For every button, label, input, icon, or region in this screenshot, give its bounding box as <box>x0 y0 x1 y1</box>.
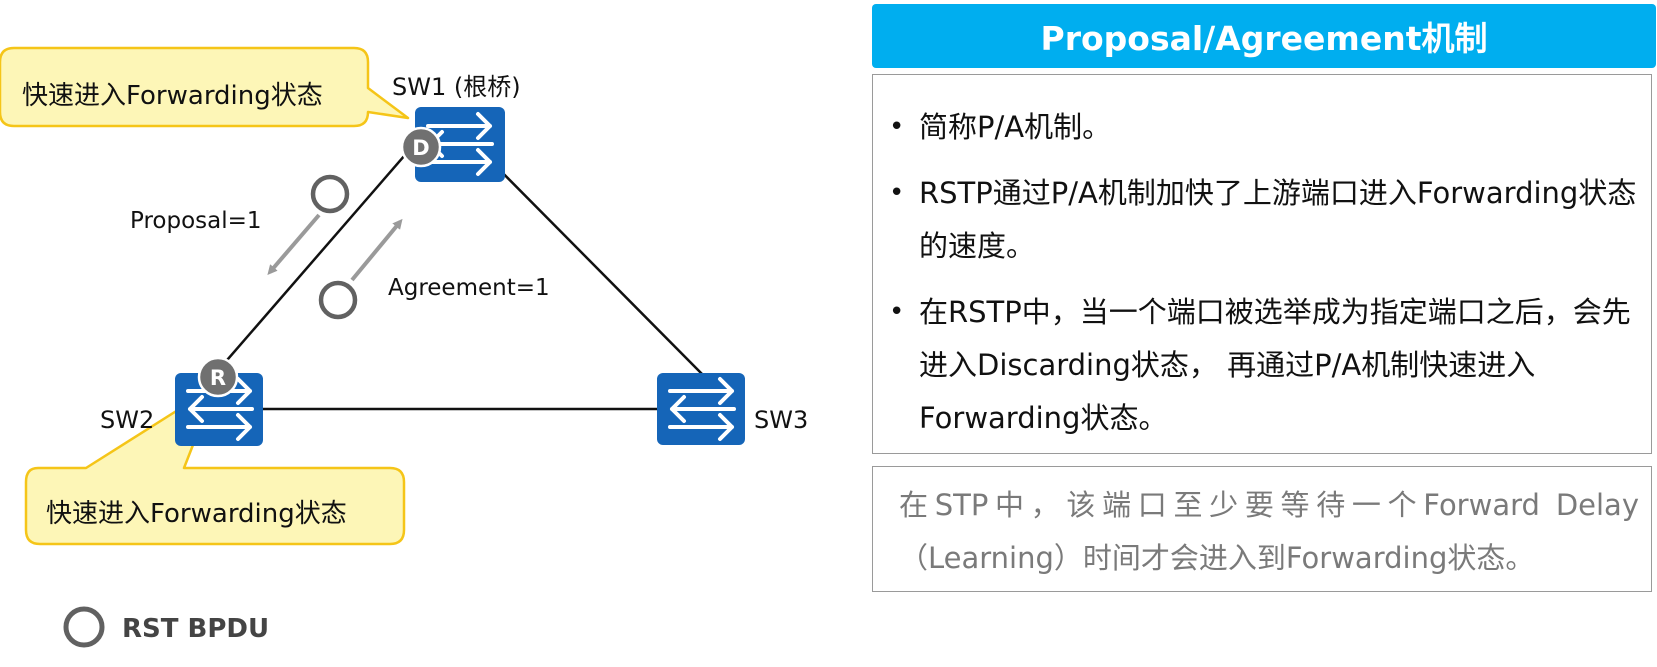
designated-port-marker: D <box>400 126 442 168</box>
callout-sw1-text: 快速进入Forwarding状态 <box>22 81 323 111</box>
agreement-bpdu-icon <box>318 280 358 320</box>
proposal-label: Proposal=1 <box>130 208 262 234</box>
link-sw1-sw3 <box>469 139 704 376</box>
bullet-list: 简称P/A机制。 RSTP通过P/A机制加快了上游端口进入Forwarding状… <box>885 101 1641 445</box>
stp-comparison-note: 在STP中，该端口至少要等待一个Forward Delay（Learning）时… <box>872 466 1652 592</box>
sw3-label: SW3 <box>754 406 808 434</box>
bullet-item: 在RSTP中，当一个端口被选举成为指定端口之后，会先进入Discarding状态… <box>885 286 1641 445</box>
callout-sw1: 快速进入Forwarding状态 <box>0 46 410 128</box>
port-r-letter: R <box>210 366 226 390</box>
proposal-bpdu-icon <box>310 174 350 214</box>
callout-sw2-text: 快速进入Forwarding状态 <box>46 499 347 529</box>
link-sw1-sw2 <box>214 139 419 375</box>
sw1-label: SW1 (根桥) <box>392 73 521 101</box>
panel-title: Proposal/Agreement机制 <box>872 4 1656 68</box>
root-port-marker: R <box>197 356 239 398</box>
stp-topology-diagram: 快速进入Forwarding状态 快速进入Forwarding状态 SW1 (根… <box>0 46 808 648</box>
sw2-label: SW2 <box>100 406 154 434</box>
agreement-label: Agreement=1 <box>388 275 550 301</box>
legend-label: RST BPDU <box>122 614 269 644</box>
agreement-arrow <box>350 218 403 282</box>
proposal-arrow <box>267 213 321 276</box>
bullet-item: 简称P/A机制。 <box>885 101 1641 154</box>
port-d-letter: D <box>412 136 429 160</box>
callout-sw2: 快速进入Forwarding状态 <box>24 384 406 546</box>
swap-arrows-icon <box>668 377 736 441</box>
description-panel: 简称P/A机制。 RSTP通过P/A机制加快了上游端口进入Forwarding状… <box>872 74 1652 454</box>
bullet-item: RSTP通过P/A机制加快了上游端口进入Forwarding状态的速度。 <box>885 167 1641 273</box>
legend-bpdu-icon <box>63 606 105 648</box>
switch-sw3 <box>657 373 745 445</box>
